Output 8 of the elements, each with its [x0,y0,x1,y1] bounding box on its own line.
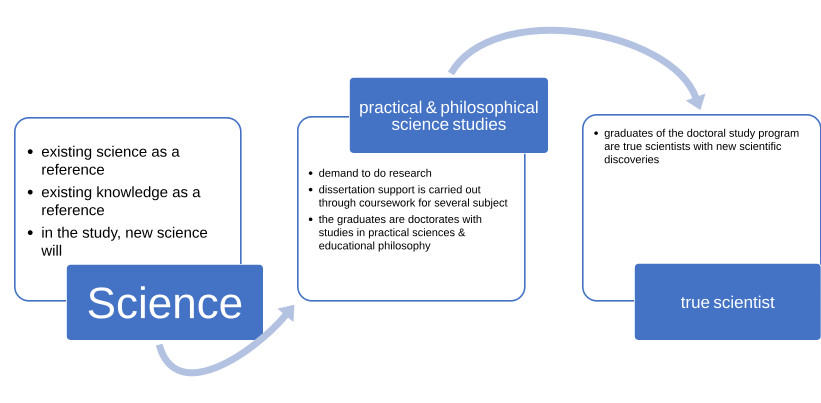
bullet-item: in the study, new science will [28,226,208,256]
title-box: Science [66,264,264,341]
title-box: practical & philosophical science studies [349,77,549,154]
title-box: true scientist [634,262,821,341]
bullet-item: dissertation support is carried out through coursework for several subject [308,185,508,209]
bullet-item: demand to do research [308,168,432,177]
bullet-item: graduates of the doctoral study program are true scientists with new scientific discoveries [594,128,798,164]
bullet-item: the graduates are doctorates with studies in practical sciences & educational philosophy [308,215,482,252]
